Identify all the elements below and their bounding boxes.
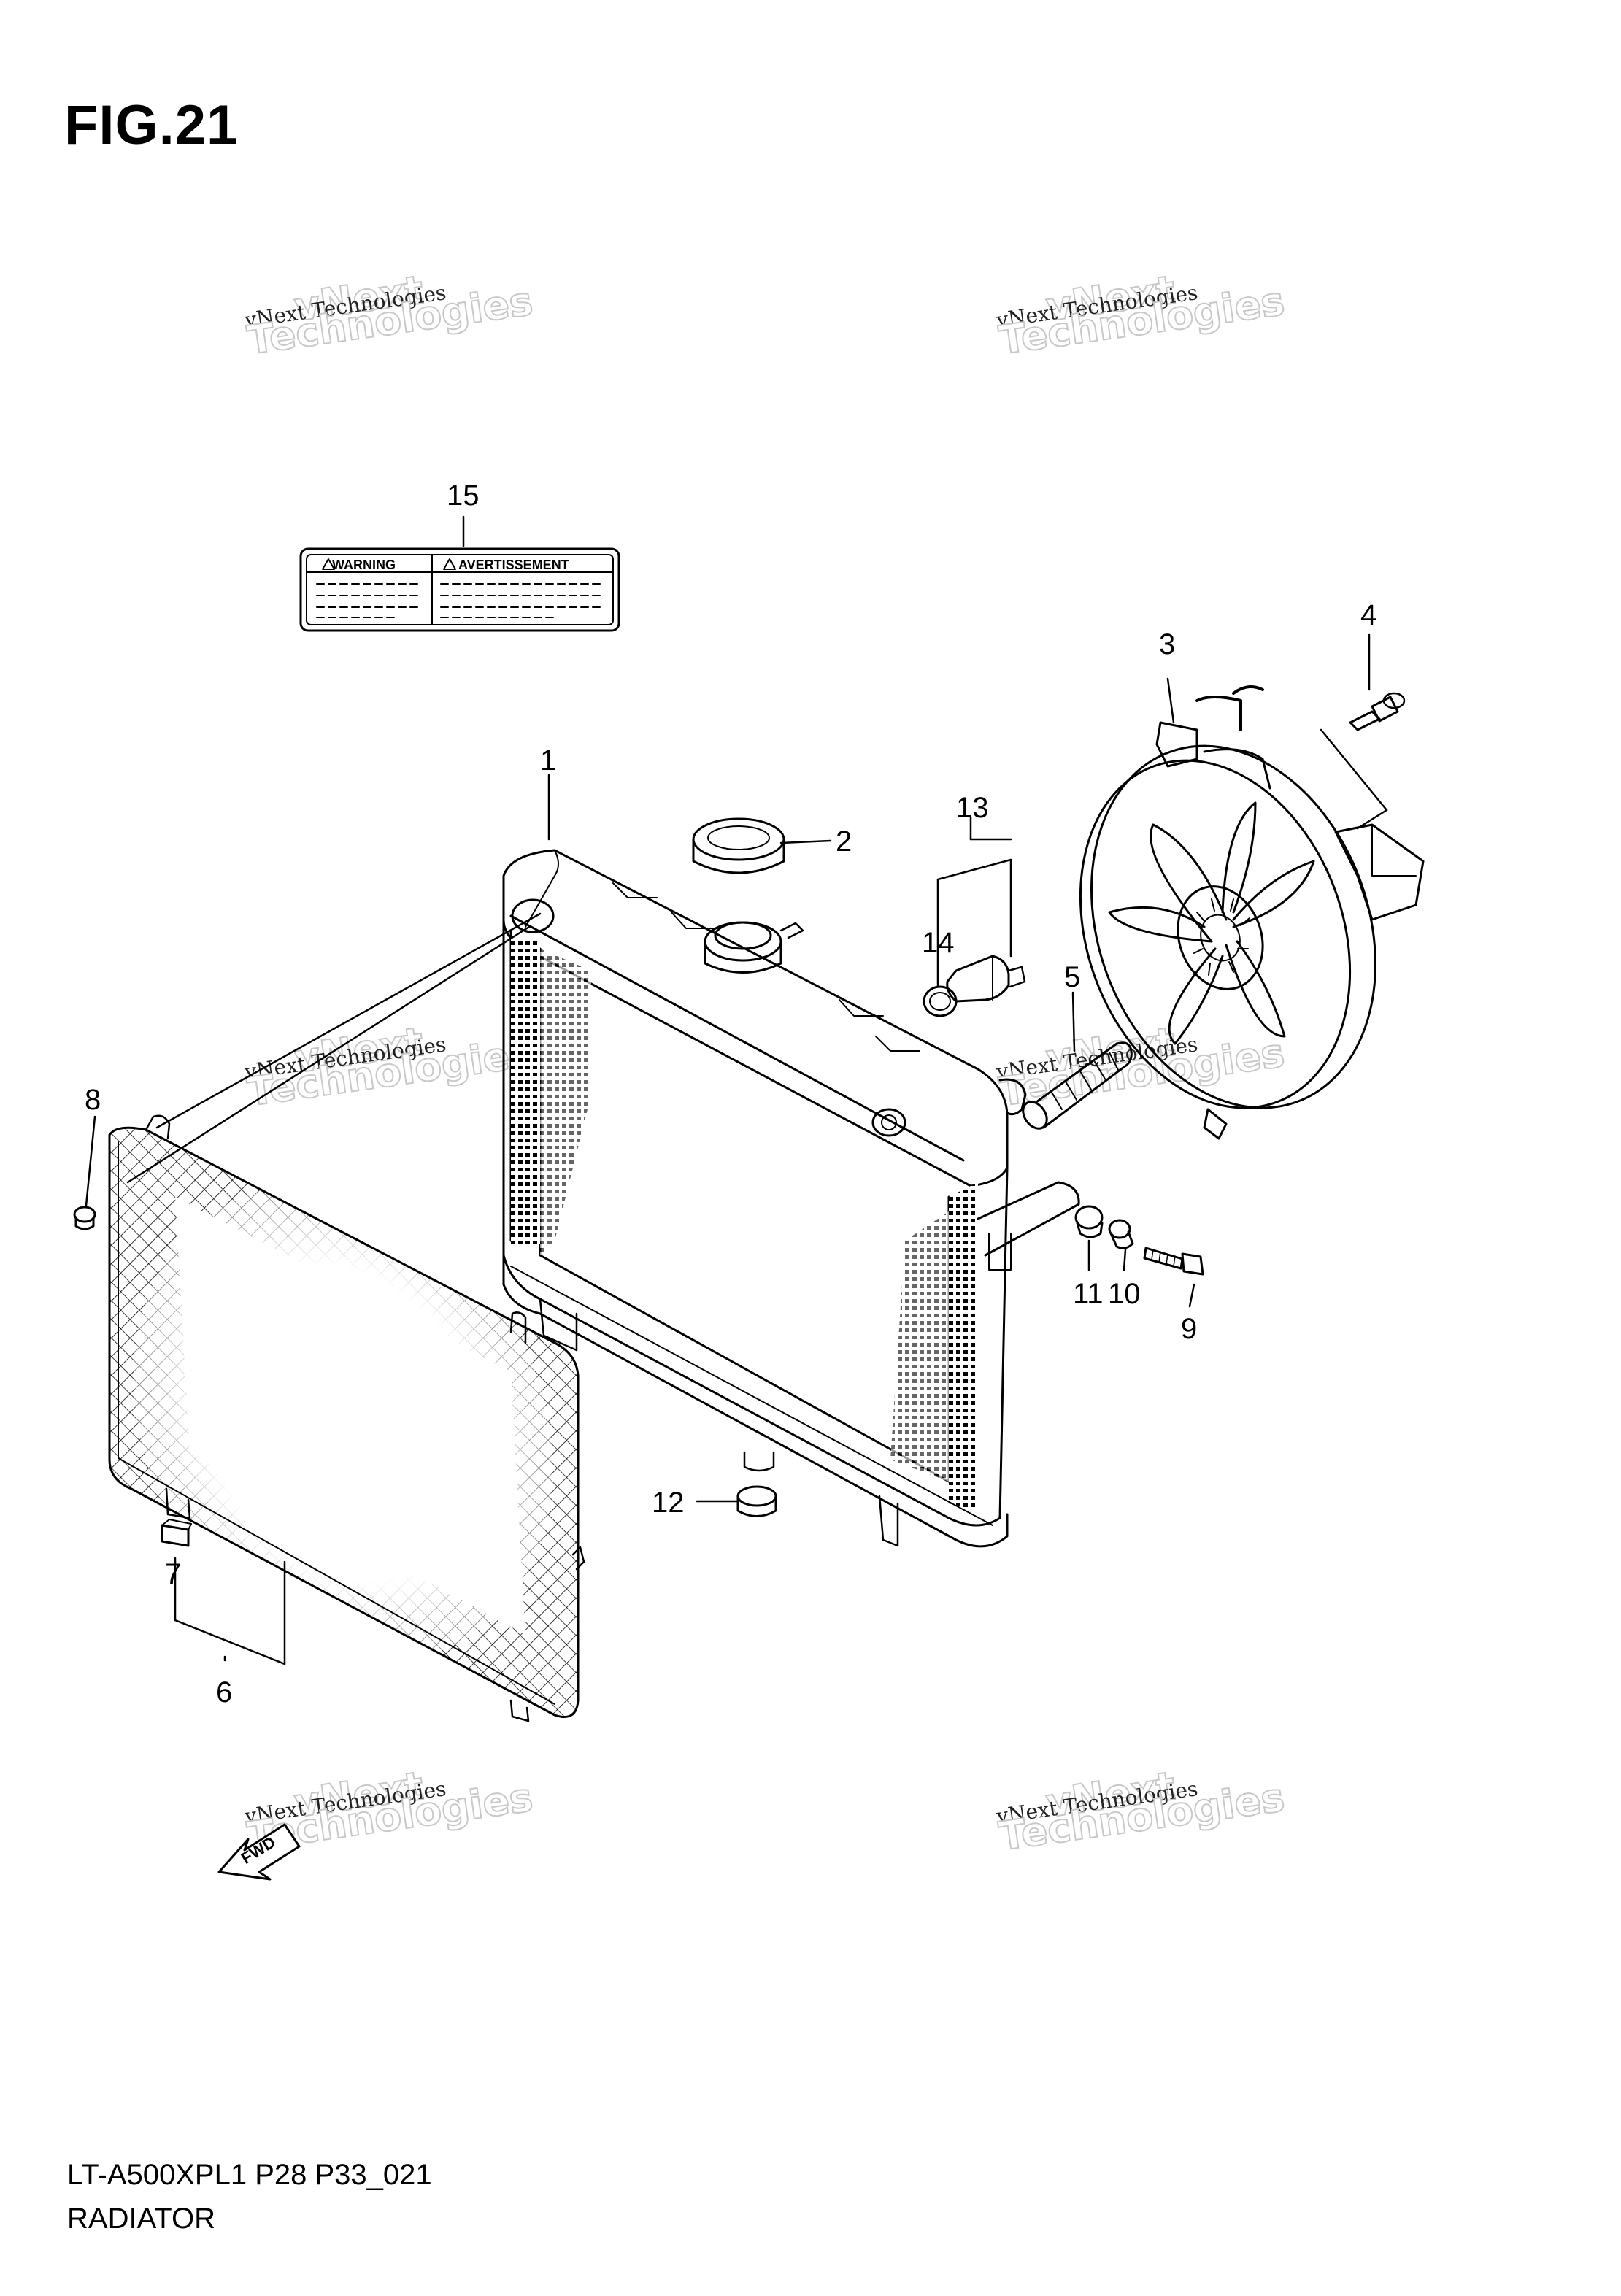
- thermo-switch: [923, 955, 1026, 1017]
- radiator: [502, 849, 1080, 1548]
- callout-1: 1: [540, 744, 556, 777]
- callout-13: 13: [956, 792, 989, 824]
- leader-lines: [85, 515, 1388, 1665]
- callout-6: 6: [216, 1676, 232, 1708]
- warning-label: [299, 547, 620, 632]
- callout-10: 10: [1108, 1278, 1141, 1310]
- hose: [1022, 1041, 1133, 1130]
- callout-14: 14: [922, 927, 955, 959]
- screw-8: [73, 1206, 96, 1230]
- grommet-12: [736, 1485, 777, 1517]
- warning-text: WARNING: [332, 558, 396, 572]
- callout-2: 2: [836, 825, 852, 858]
- callout-12: 12: [652, 1487, 685, 1519]
- clip-7: [161, 1519, 192, 1547]
- avertissement-text: AVERTISSEMENT: [458, 558, 569, 572]
- bolt-4: [1349, 692, 1406, 731]
- callout-9: 9: [1181, 1313, 1197, 1345]
- model-code: LT-A500XPL1 P28 P33_021: [67, 2159, 432, 2191]
- callout-8: 8: [85, 1084, 101, 1116]
- callout-15: 15: [447, 479, 480, 512]
- figure-title: FIG.21: [64, 94, 239, 156]
- callout-5: 5: [1064, 961, 1080, 993]
- callout-4: 4: [1360, 599, 1376, 631]
- collar-10: [1108, 1219, 1134, 1249]
- bolt-9: [1143, 1247, 1204, 1276]
- callouts: 1 2 3 4 5 6 7 8 9 10 11 12 13 14 15: [85, 479, 1376, 1708]
- callout-7: 7: [165, 1558, 181, 1590]
- figure-caption: RADIATOR: [67, 2203, 215, 2235]
- grommet-11: [1074, 1205, 1104, 1238]
- warning-label-text: WARNING AVERTISSEMENT: [332, 558, 569, 572]
- fwd-arrow-icon: [217, 1823, 301, 1881]
- radiator-cap: [692, 817, 785, 874]
- callout-3: 3: [1159, 628, 1175, 660]
- callout-11: 11: [1073, 1278, 1104, 1310]
- cooling-fan: [1079, 685, 1425, 1140]
- radiator-screen: [108, 1114, 585, 1722]
